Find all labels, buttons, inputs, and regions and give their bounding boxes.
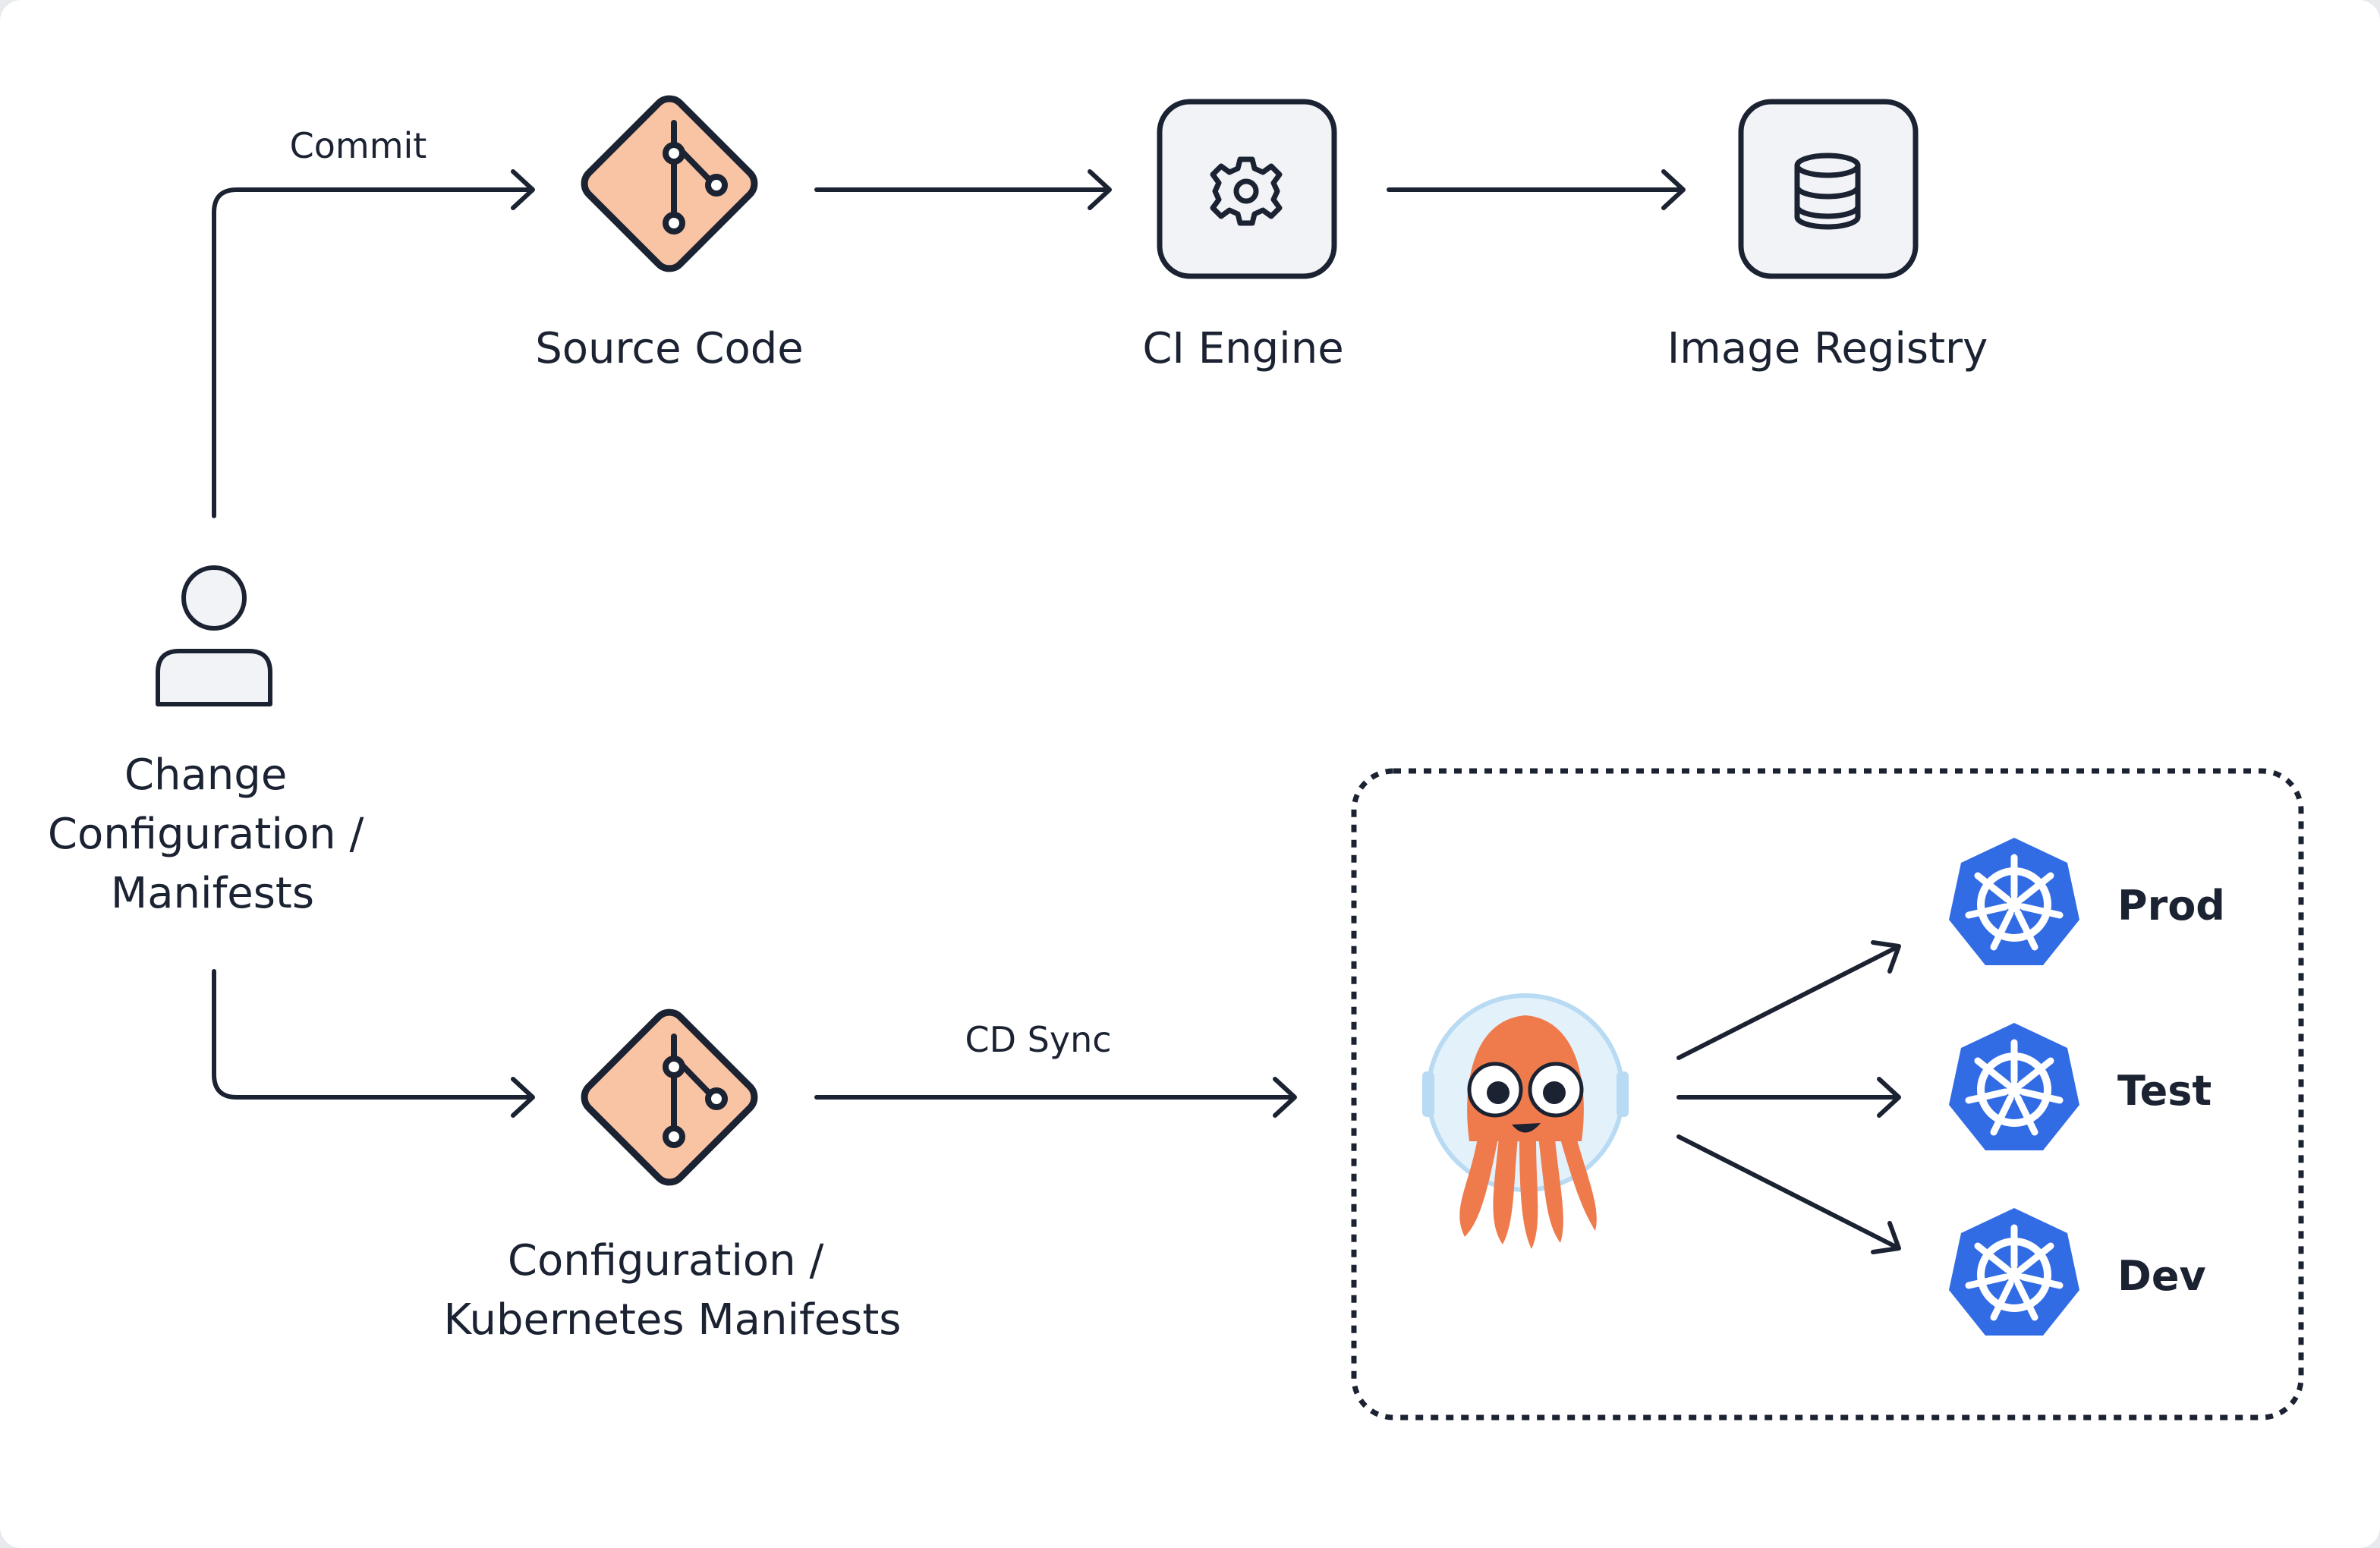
gear-icon <box>1210 156 1283 226</box>
env-prod: Prod <box>1949 838 2225 965</box>
config-manifests-label: Configuration / Kubernetes Manifests <box>444 1236 902 1345</box>
ci-engine-box <box>1157 99 1337 279</box>
actor-label: Change Configuration / Manifests <box>48 750 377 918</box>
ci-engine-label: CI Engine <box>1142 324 1343 373</box>
edge-actor-to-config <box>212 969 534 1100</box>
commit-label: Commit <box>290 125 427 166</box>
env-dev-label: Dev <box>2117 1252 2206 1300</box>
database-icon <box>1794 153 1861 230</box>
env-dev: Dev <box>1949 1208 2206 1336</box>
cluster-group <box>1351 768 2304 1421</box>
source-code-label: Source Code <box>535 324 804 373</box>
env-test: Test <box>1949 1023 2212 1150</box>
image-registry-box <box>1738 99 1919 279</box>
edge-argo-to-dev <box>1676 1134 1900 1250</box>
cd-sync-label: CD Sync <box>965 1019 1111 1060</box>
argo-octopus-icon <box>1422 993 1629 1249</box>
edge-commit <box>212 187 534 518</box>
env-prod-label: Prod <box>2117 882 2225 930</box>
env-test-label: Test <box>2117 1067 2212 1115</box>
person-icon <box>156 565 272 706</box>
edge-argo-to-prod <box>1676 945 1900 1060</box>
image-registry-label: Image Registry <box>1667 324 1988 373</box>
